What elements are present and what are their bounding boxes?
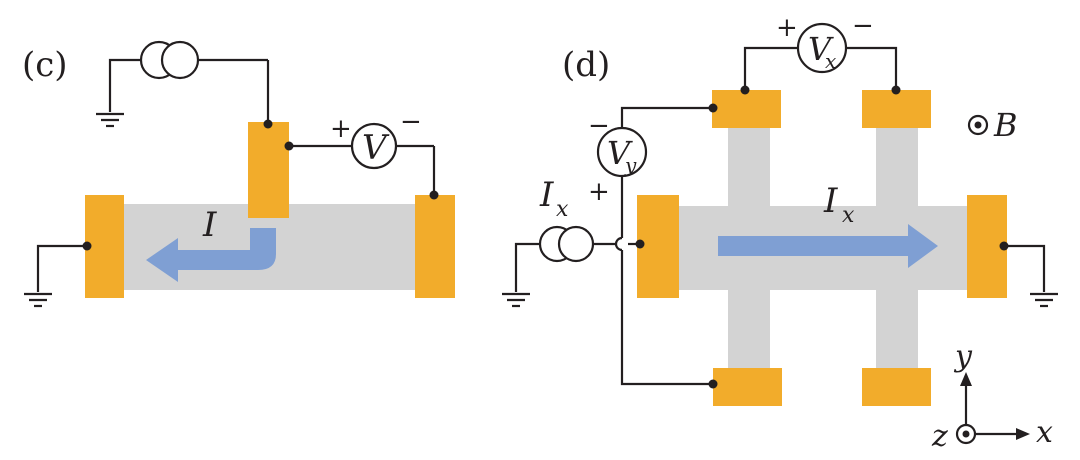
panel-d-source-label: I — [539, 175, 554, 215]
panel-c-left-contact — [85, 195, 124, 298]
panel-d-vx-meter — [796, 22, 848, 74]
panel-d-field-icon — [967, 114, 989, 136]
panel-d-top-right-contact — [862, 90, 931, 128]
panel-c-right-contact — [415, 195, 455, 298]
z-axis-icon — [955, 423, 977, 445]
panel-c-top-contact — [248, 122, 289, 218]
panel-d-vx-minus-sign: − — [852, 11, 874, 41]
panel-c-voltmeter-label: V — [362, 128, 390, 168]
panel-d-current-arrow — [718, 224, 938, 268]
panel-d-current-label-sub: x — [842, 203, 855, 228]
panel-d-top-left-contact — [712, 90, 781, 128]
panel-c: (c) I — [22, 40, 455, 308]
panel-c-minus-sign: − — [400, 107, 422, 137]
panel-d-vy-label-sub: y — [624, 153, 637, 177]
panel-c-current-source-circuit — [96, 40, 273, 129]
panel-d-vx-circuit: V x + − — [740, 11, 901, 95]
panel-d-vx-label-sub: x — [825, 49, 836, 73]
panel-c-label: (c) — [22, 45, 68, 85]
panel-d-vy-circuit: V y − + — [588, 103, 718, 389]
panel-c-plus-sign: + — [330, 114, 352, 144]
panel-d-vy-minus-sign: − — [588, 111, 610, 141]
panel-d-vx-label: V — [808, 30, 834, 68]
panel-d-vy-label: V — [607, 134, 633, 172]
panel-d-vy-plus-sign: + — [588, 177, 610, 207]
panel-c-current-arrow — [146, 228, 276, 282]
panel-d-vy-meter — [596, 126, 648, 178]
panel-d-vx-plus-sign: + — [776, 13, 798, 43]
z-axis-label: z — [931, 419, 948, 454]
panel-d-right-ground-icon — [999, 241, 1058, 308]
x-axis-label: x — [1036, 415, 1053, 450]
panel-d-source-label-sub: x — [556, 197, 569, 222]
panel-d-current-source-icon — [538, 225, 595, 263]
panel-c-voltmeter — [350, 122, 398, 170]
panel-d-label: (d) — [562, 45, 610, 85]
panel-d-field-label: B — [993, 106, 1018, 144]
panel-c-voltmeter-circuit: V + − — [284, 107, 439, 200]
y-axis-label: y — [953, 339, 973, 374]
panel-c-left-ground-icon — [24, 241, 92, 308]
panel-d-current-source-circuit: I x — [502, 175, 645, 308]
axes: y x z — [931, 339, 1053, 454]
panel-d-current-label: I — [823, 181, 838, 221]
panel-d-left-contact — [637, 195, 679, 298]
panel-d-bottom-right-contact — [862, 368, 931, 406]
panel-d: (d) I x V x + − — [502, 11, 1058, 454]
panel-d-bottom-left-contact — [713, 368, 782, 406]
panel-c-current-source-icon — [139, 40, 200, 80]
panel-c-current-label: I — [202, 205, 217, 245]
